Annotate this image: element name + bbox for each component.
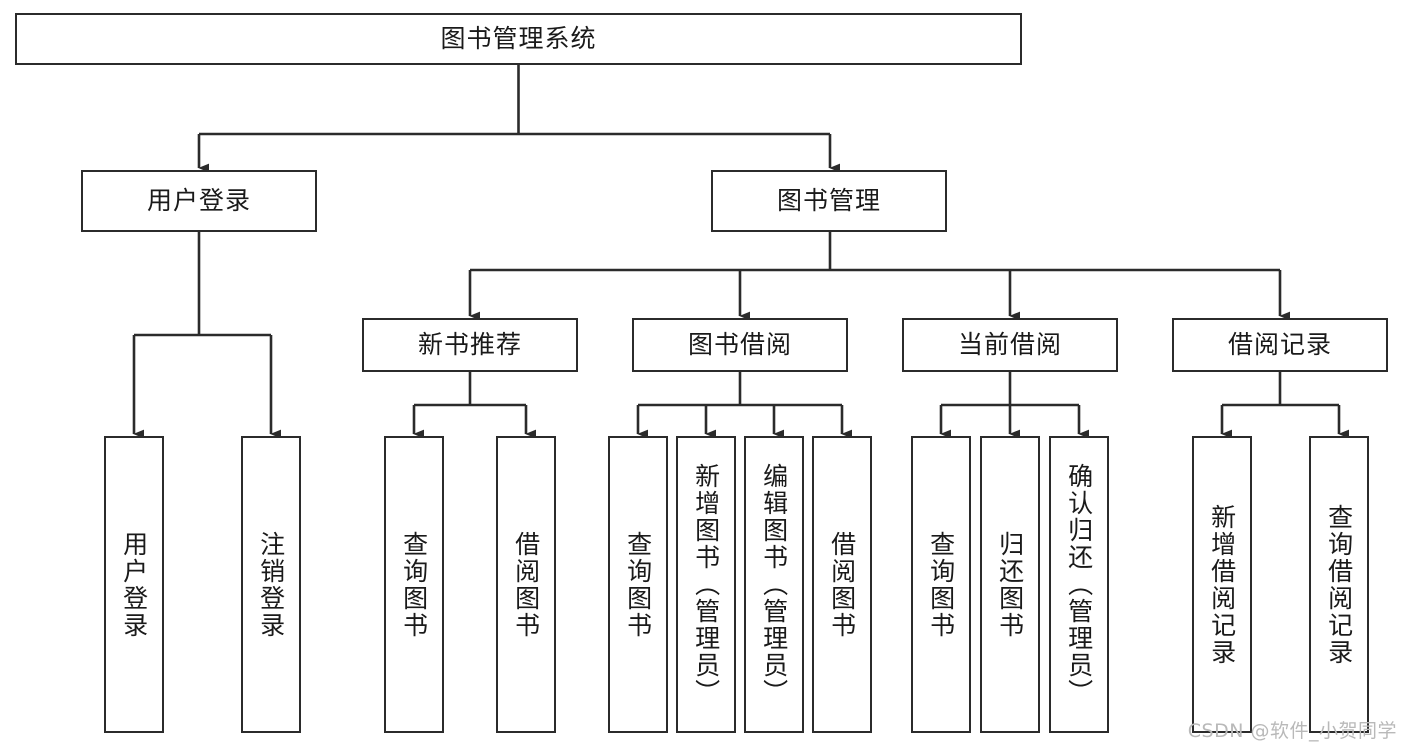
leaf-book-borrow-borrow[interactable]: 借阅图书 xyxy=(812,436,872,733)
node-book-borrow[interactable]: 图书借阅 xyxy=(632,318,848,372)
leaf-user-login-login-label: 用户登录 xyxy=(119,530,149,639)
leaf-records-query-label: 查询借阅记录 xyxy=(1324,503,1354,666)
node-current-borrow[interactable]: 当前借阅 xyxy=(902,318,1118,372)
csdn-watermark: CSDN @软件_小贺同学 xyxy=(1187,720,1397,742)
leaf-user-login-login[interactable]: 用户登录 xyxy=(104,436,164,733)
node-root-system[interactable]: 图书管理系统 xyxy=(15,13,1022,65)
node-current-borrow-label: 当前借阅 xyxy=(957,330,1062,359)
leaf-current-borrow-return[interactable]: 归还图书 xyxy=(980,436,1040,733)
leaf-user-login-logout[interactable]: 注销登录 xyxy=(241,436,301,733)
leaf-current-borrow-return-label: 归还图书 xyxy=(995,530,1025,639)
leaf-new-book-query-label: 查询图书 xyxy=(399,530,429,639)
node-borrow-records-label: 借阅记录 xyxy=(1227,330,1332,359)
leaf-book-borrow-query-label: 查询图书 xyxy=(623,530,653,639)
leaf-user-login-logout-label: 注销登录 xyxy=(256,530,286,639)
node-root-system-label: 图书管理系统 xyxy=(440,24,597,53)
node-book-borrow-label: 图书借阅 xyxy=(687,330,792,359)
leaf-current-borrow-confirm-return[interactable]: 确认归还（管理员） xyxy=(1049,436,1109,733)
leaf-book-borrow-add[interactable]: 新增图书（管理员） xyxy=(676,436,736,733)
leaf-book-borrow-edit-label: 编辑图书（管理员） xyxy=(759,463,789,706)
node-borrow-records[interactable]: 借阅记录 xyxy=(1172,318,1388,372)
leaf-book-borrow-query[interactable]: 查询图书 xyxy=(608,436,668,733)
leaf-new-book-borrow-label: 借阅图书 xyxy=(511,530,541,639)
leaf-records-add[interactable]: 新增借阅记录 xyxy=(1192,436,1252,733)
leaf-current-borrow-query-label: 查询图书 xyxy=(926,530,956,639)
node-new-book-recommend[interactable]: 新书推荐 xyxy=(362,318,578,372)
leaf-records-query[interactable]: 查询借阅记录 xyxy=(1309,436,1369,733)
node-user-login[interactable]: 用户登录 xyxy=(81,170,317,232)
leaf-book-borrow-borrow-label: 借阅图书 xyxy=(827,530,857,639)
node-book-management-label: 图书管理 xyxy=(776,186,881,215)
leaf-book-borrow-edit[interactable]: 编辑图书（管理员） xyxy=(744,436,804,733)
leaf-current-borrow-confirm-return-label: 确认归还（管理员） xyxy=(1064,463,1094,706)
leaf-current-borrow-query[interactable]: 查询图书 xyxy=(911,436,971,733)
node-new-book-recommend-label: 新书推荐 xyxy=(417,330,522,359)
node-book-management[interactable]: 图书管理 xyxy=(711,170,947,232)
leaf-book-borrow-add-label: 新增图书（管理员） xyxy=(691,463,721,706)
leaf-new-book-query[interactable]: 查询图书 xyxy=(384,436,444,733)
leaf-new-book-borrow[interactable]: 借阅图书 xyxy=(496,436,556,733)
node-user-login-label: 用户登录 xyxy=(146,186,251,215)
leaf-records-add-label: 新增借阅记录 xyxy=(1207,503,1237,666)
